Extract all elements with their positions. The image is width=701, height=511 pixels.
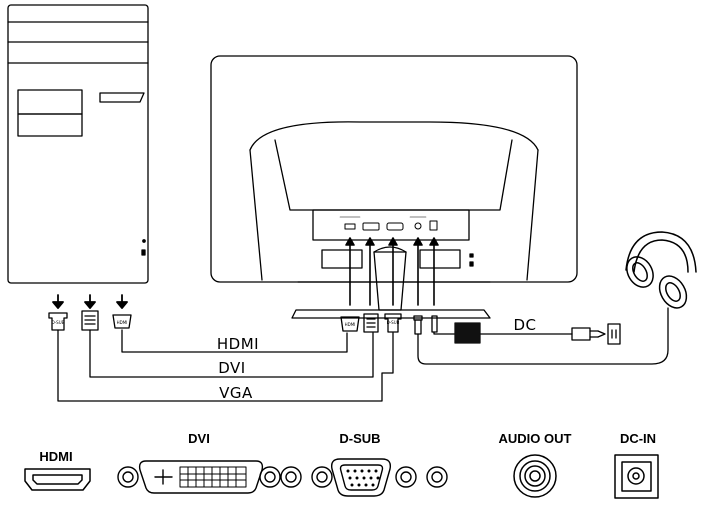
- legend-dc-in-title: DC-IN: [620, 431, 656, 446]
- power-adapter-icon: [454, 322, 481, 344]
- pc-tower: [7, 4, 149, 284]
- legend-hdmi-title: HDMI: [39, 449, 72, 464]
- headphones-icon: [625, 231, 697, 309]
- svg-text:HDMI: HDMI: [345, 322, 356, 327]
- power-plug-icon: [571, 323, 621, 345]
- monitor-dvi-plug: [363, 313, 379, 333]
- dc-cable-label: DC: [513, 316, 536, 334]
- hdmi-connector-icon: [24, 468, 91, 491]
- pc-dvi-plug: [81, 310, 99, 331]
- legend-dsub-title: D-SUB: [339, 431, 380, 446]
- monitor-vga-port: [386, 222, 404, 231]
- monitor-hdmi-port: [344, 223, 356, 230]
- monitor-dc-port: [429, 220, 438, 231]
- svg-text:HDMI: HDMI: [117, 320, 128, 325]
- vga-cable-label: VGA: [219, 384, 253, 402]
- monitor-io-panel: [339, 216, 438, 231]
- monitor-rear: [210, 55, 578, 319]
- hdmi-cable-label: HDMI: [217, 335, 259, 353]
- drive-slot-icon: [99, 92, 145, 103]
- dvi-cable-label: DVI: [218, 359, 245, 377]
- dvi-connector-icon: [117, 460, 281, 494]
- monitor-vga-plug: D-SUB: [384, 313, 402, 333]
- monitor-audio-port: [414, 222, 422, 230]
- cables: [57, 307, 669, 402]
- monitor-hdmi-plug: HDMI: [340, 316, 360, 332]
- monitor-port-arrows: [345, 237, 439, 306]
- pc-hdmi-plug: HDMI: [112, 314, 132, 329]
- legend-dvi-title: DVI: [188, 431, 210, 446]
- svg-text:D-SUB: D-SUB: [387, 320, 400, 325]
- dc-in-connector-icon: [614, 454, 659, 499]
- legend-audio-out-title: AUDIO OUT: [499, 431, 572, 446]
- monitor-audio-plug: [413, 315, 423, 335]
- audio-out-connector-icon: [513, 454, 557, 498]
- svg-text:D-SUB: D-SUB: [52, 320, 65, 325]
- pc-port-arrows: [52, 294, 128, 309]
- pc-vga-plug: D-SUB: [48, 312, 68, 331]
- dsub-connector-icon: [280, 458, 448, 497]
- monitor-dvi-port: [362, 222, 380, 231]
